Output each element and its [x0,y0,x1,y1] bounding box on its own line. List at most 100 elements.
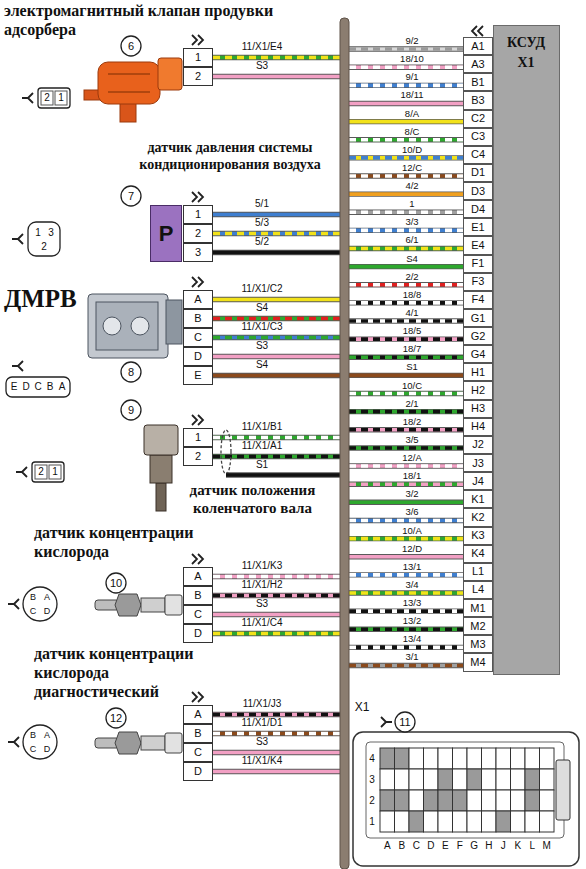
probe-body [141,736,165,750]
pin-letter: A [44,593,50,602]
pin-label: F4 [472,294,485,305]
wire-outline [349,590,464,595]
ecu-pin-cell: K2 [463,508,493,526]
wire-outline [213,750,343,755]
wire-label: 11/X1/A1 [242,441,282,451]
probe-connector [165,733,182,753]
wire-outline [213,593,343,598]
x1-cell [424,769,439,790]
wire-outline [349,101,464,106]
wire [349,428,464,432]
wire [349,646,464,650]
ecu-pin-cell: K1 [463,490,493,508]
callout-circle [395,712,415,732]
wire-outline [213,231,343,236]
ecu-pin-cell: C4 [463,146,493,164]
pin-label: 1 [195,432,201,443]
ecu-pin-cell: E1 [463,218,493,236]
wire [349,355,464,359]
wire-outline [349,627,464,632]
wire-label: 8/A [405,109,419,119]
wire [349,519,464,523]
wire [349,247,464,251]
callout-circle [121,186,141,206]
pin-label: D [194,351,202,362]
pin-label: K3 [471,530,484,541]
column-letter: J [501,841,506,851]
connector-pin-cell: C [183,743,213,762]
pressure-sensor-body: P [150,205,182,262]
wire [213,355,343,359]
wire [213,455,343,459]
connector-pin-cell: C [183,328,213,347]
wire-label: S3 [256,61,268,71]
wire-outline [349,336,464,341]
x1-cell [424,790,439,811]
sensor-head [144,425,178,455]
wire-stripe [349,84,464,88]
pin-label: A [194,709,201,720]
ecu-pin-cell: M1 [463,599,493,617]
x1-cell [540,769,555,790]
x1-cell [525,811,540,832]
mating-arrow [192,692,203,702]
wire-outline [349,481,464,486]
wire [213,232,343,236]
wire-label: 2/1 [405,399,418,409]
wire [213,770,343,774]
wire-stripe [349,410,464,414]
connector-symbol [8,737,19,747]
wire-label: 5/1 [255,199,269,209]
wire-outline [213,373,343,378]
wire-label: 4/1 [405,308,418,318]
maf-detail [103,317,121,335]
wire-outline [349,137,464,142]
ecu-pin-cell: C3 [463,128,493,146]
wire-outline [213,712,343,717]
wire-stripe [349,283,464,287]
wire [349,482,464,486]
component-name: датчик концентрации кислорода [34,524,212,562]
wire-outline [349,119,464,124]
wire-label: 13/2 [403,616,422,626]
wire-outline [349,191,464,196]
ecu-pin-cell: G1 [463,309,493,327]
ecu-pin-cell: J3 [463,454,493,472]
pin-label: 2 [195,451,201,462]
pin-label: B3 [471,95,484,106]
wire-stripe [213,436,343,440]
connector-pin-cell: D [183,762,213,781]
wire-stripe [213,632,343,636]
wire-label: 13/4 [403,635,422,645]
wire-stripe [349,337,464,341]
valve-detail [108,73,150,75]
wire [349,337,464,341]
wire-stripe [213,594,343,598]
wire-outline [213,354,343,359]
wire-outline [213,212,343,217]
wire [213,732,343,736]
x1-cell [395,769,410,790]
wire-label: 18/11 [400,91,423,101]
wire [349,609,464,613]
wire-outline [349,64,464,69]
wire [349,47,464,51]
wire-outline [349,46,464,51]
wire-label: 11/X1/H2 [242,580,283,590]
pin-label: C [194,609,202,620]
wire-label: S1 [256,460,268,470]
connector-pin-cell: 2 [183,447,213,466]
wire-outline [349,282,464,287]
pin-label: M1 [470,603,485,614]
pin-label: H2 [471,385,485,396]
callout-number: 12 [110,713,122,724]
x1-cell [496,748,511,769]
wire-outline [349,210,464,215]
column-letter: G [470,841,478,851]
mating-arrow [192,277,203,287]
wire-label: 18/8 [403,290,422,300]
pin-letter: B [30,731,36,740]
wire-outline [226,472,343,477]
wire-stripe [349,247,464,251]
wire [213,75,343,79]
